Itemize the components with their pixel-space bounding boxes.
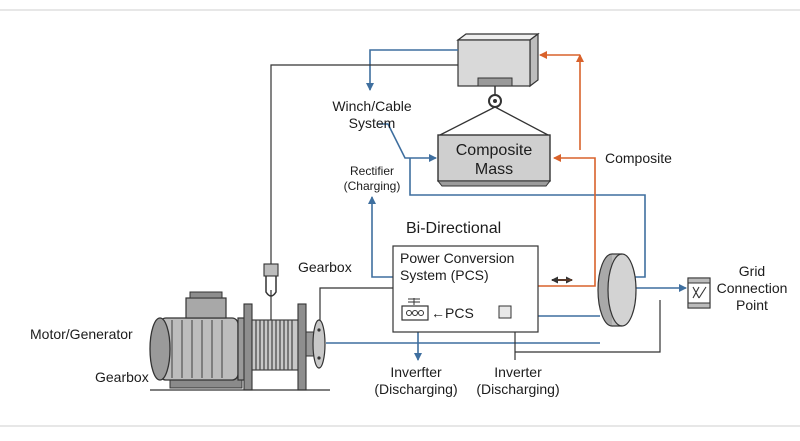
pcs-label: Power Conversion System (PCS) [400,250,515,283]
inverter-right-label: Inverter (Discharging) [476,364,560,397]
gearbox-coupling [305,319,326,369]
hook-block [263,263,279,320]
rectifier-label: Rectifier (Charging) [343,164,401,193]
mass-cables [439,106,549,136]
inverter-left-label: Inverfter (Discharging) [374,364,458,397]
gearbox-top-label: Gearbox [298,259,352,275]
winch-cable-system-label: Winch/Cable System [332,98,412,131]
composite-mass-box [436,134,552,187]
motor-generator [149,291,251,389]
switch-icon [687,277,711,309]
motor-generator-label: Motor/Generator [30,326,133,342]
pcs-short-label: ←PCS [431,305,474,321]
dark-connections [270,64,661,360]
grid-connection-label: Grid Connection Point [716,263,788,313]
winch-box [456,32,540,88]
composite-mass-label: Composite Mass [455,142,533,178]
composite-label: Composite [605,150,672,166]
grid-ring [597,253,637,327]
gearbox-bottom-label: Gearbox [95,369,149,385]
pcs-box [392,245,539,333]
blue-connections [326,49,687,361]
bi-directional-label: Bi-Directional [406,220,502,237]
pulley-hook [488,86,502,108]
